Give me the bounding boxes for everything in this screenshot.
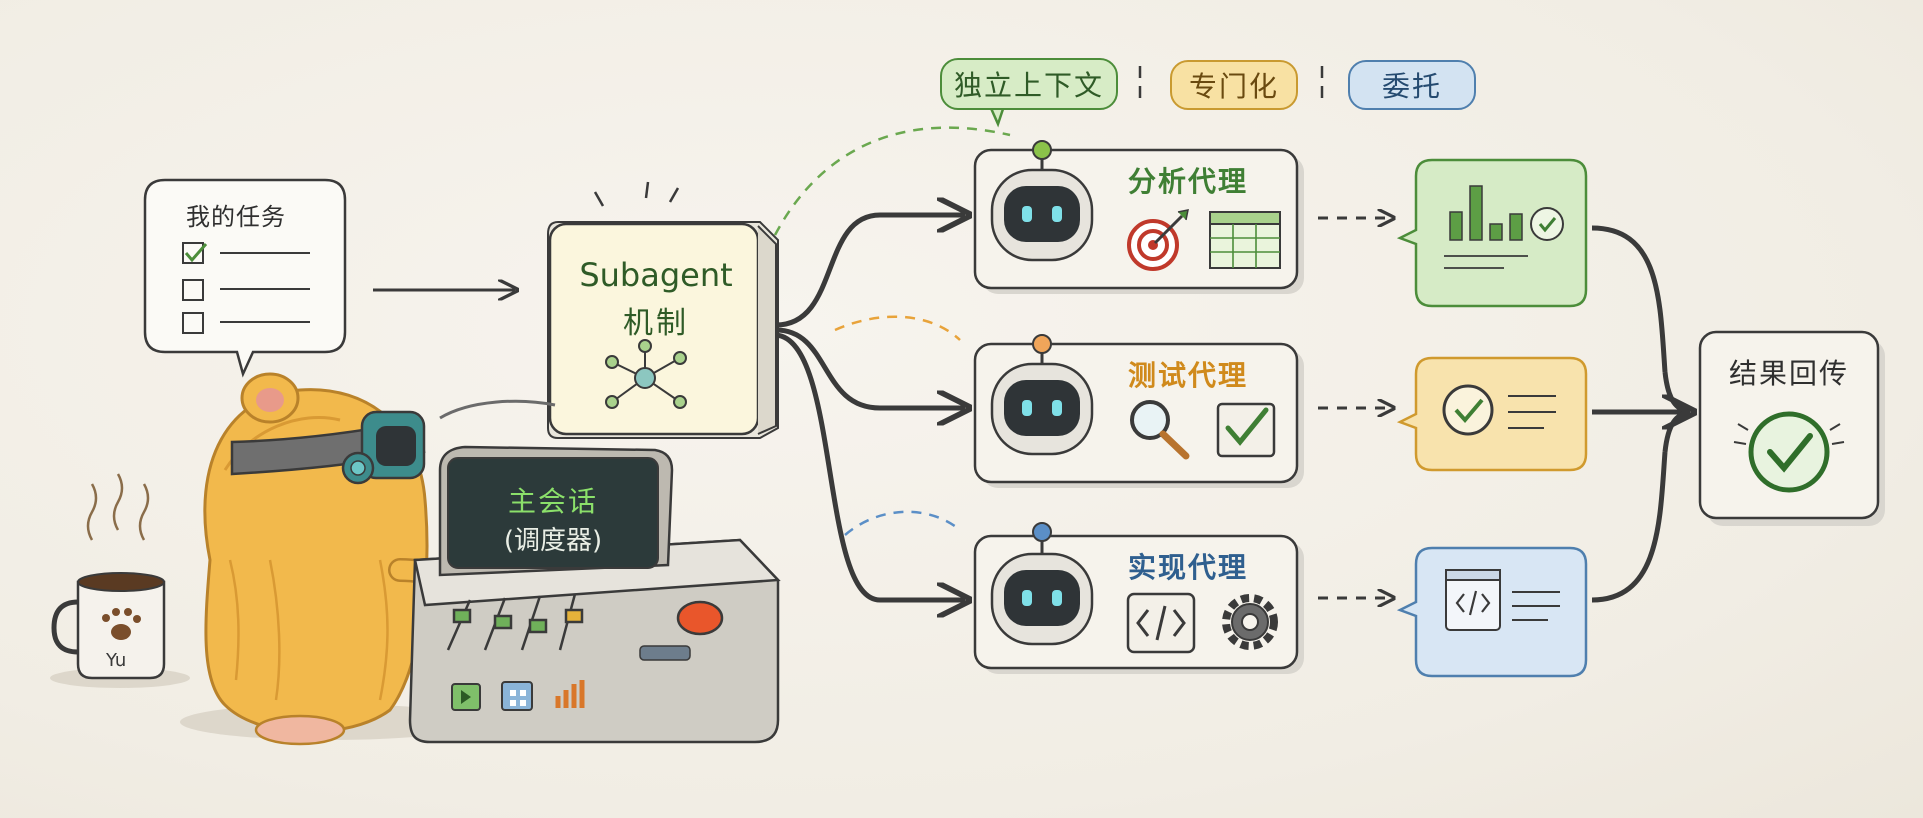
mechanism-subtitle: 机制 bbox=[623, 306, 689, 341]
agent-title-impl: 实现代理 bbox=[1128, 551, 1249, 584]
agent-card-impl bbox=[973, 522, 1304, 674]
bar-chart-icon bbox=[1449, 185, 1523, 241]
tag-independent-context: 独立上下文 bbox=[940, 58, 1118, 110]
output-bubble-impl bbox=[1396, 546, 1588, 678]
robot-icon bbox=[990, 334, 1094, 456]
coffee-mug-icon bbox=[50, 473, 190, 688]
agent-card-test bbox=[973, 334, 1304, 488]
network-icon bbox=[605, 339, 687, 409]
console-screen-title: 主会话 bbox=[507, 485, 598, 518]
robot-icon bbox=[990, 522, 1094, 646]
mechanism-title: Subagent bbox=[579, 256, 733, 294]
tag-specialization: 专门化 bbox=[1170, 60, 1298, 110]
task-bubble bbox=[143, 178, 347, 378]
output-bubble-analysis bbox=[1396, 158, 1588, 308]
table-icon bbox=[1209, 211, 1281, 269]
result-title: 结果回传 bbox=[1728, 357, 1849, 390]
checkmark-icon bbox=[1216, 402, 1276, 458]
agent-title-test: 测试代理 bbox=[1128, 359, 1249, 392]
gear-icon bbox=[1222, 594, 1278, 650]
document-icon bbox=[1445, 569, 1501, 631]
mug-label: Yu bbox=[106, 650, 127, 671]
agent-card-analysis bbox=[973, 140, 1304, 294]
control-console bbox=[408, 399, 781, 744]
result-card bbox=[1698, 330, 1885, 526]
agent-title-analysis: 分析代理 bbox=[1128, 165, 1249, 198]
task-bubble-title: 我的任务 bbox=[186, 203, 286, 231]
target-icon bbox=[1127, 209, 1189, 271]
tag-delegation: 委托 bbox=[1348, 60, 1476, 110]
magnifier-icon bbox=[1130, 400, 1190, 460]
hamster-character bbox=[180, 372, 487, 746]
subagent-mechanism-box bbox=[547, 181, 779, 439]
code-icon bbox=[1126, 592, 1196, 654]
checkbox-icon bbox=[182, 242, 208, 334]
robot-icon bbox=[990, 140, 1094, 262]
branch-connectors bbox=[775, 215, 965, 600]
output-bubble-test bbox=[1396, 356, 1588, 472]
console-screen-subtitle: (调度器) bbox=[503, 526, 603, 556]
paw-icon bbox=[102, 608, 141, 640]
